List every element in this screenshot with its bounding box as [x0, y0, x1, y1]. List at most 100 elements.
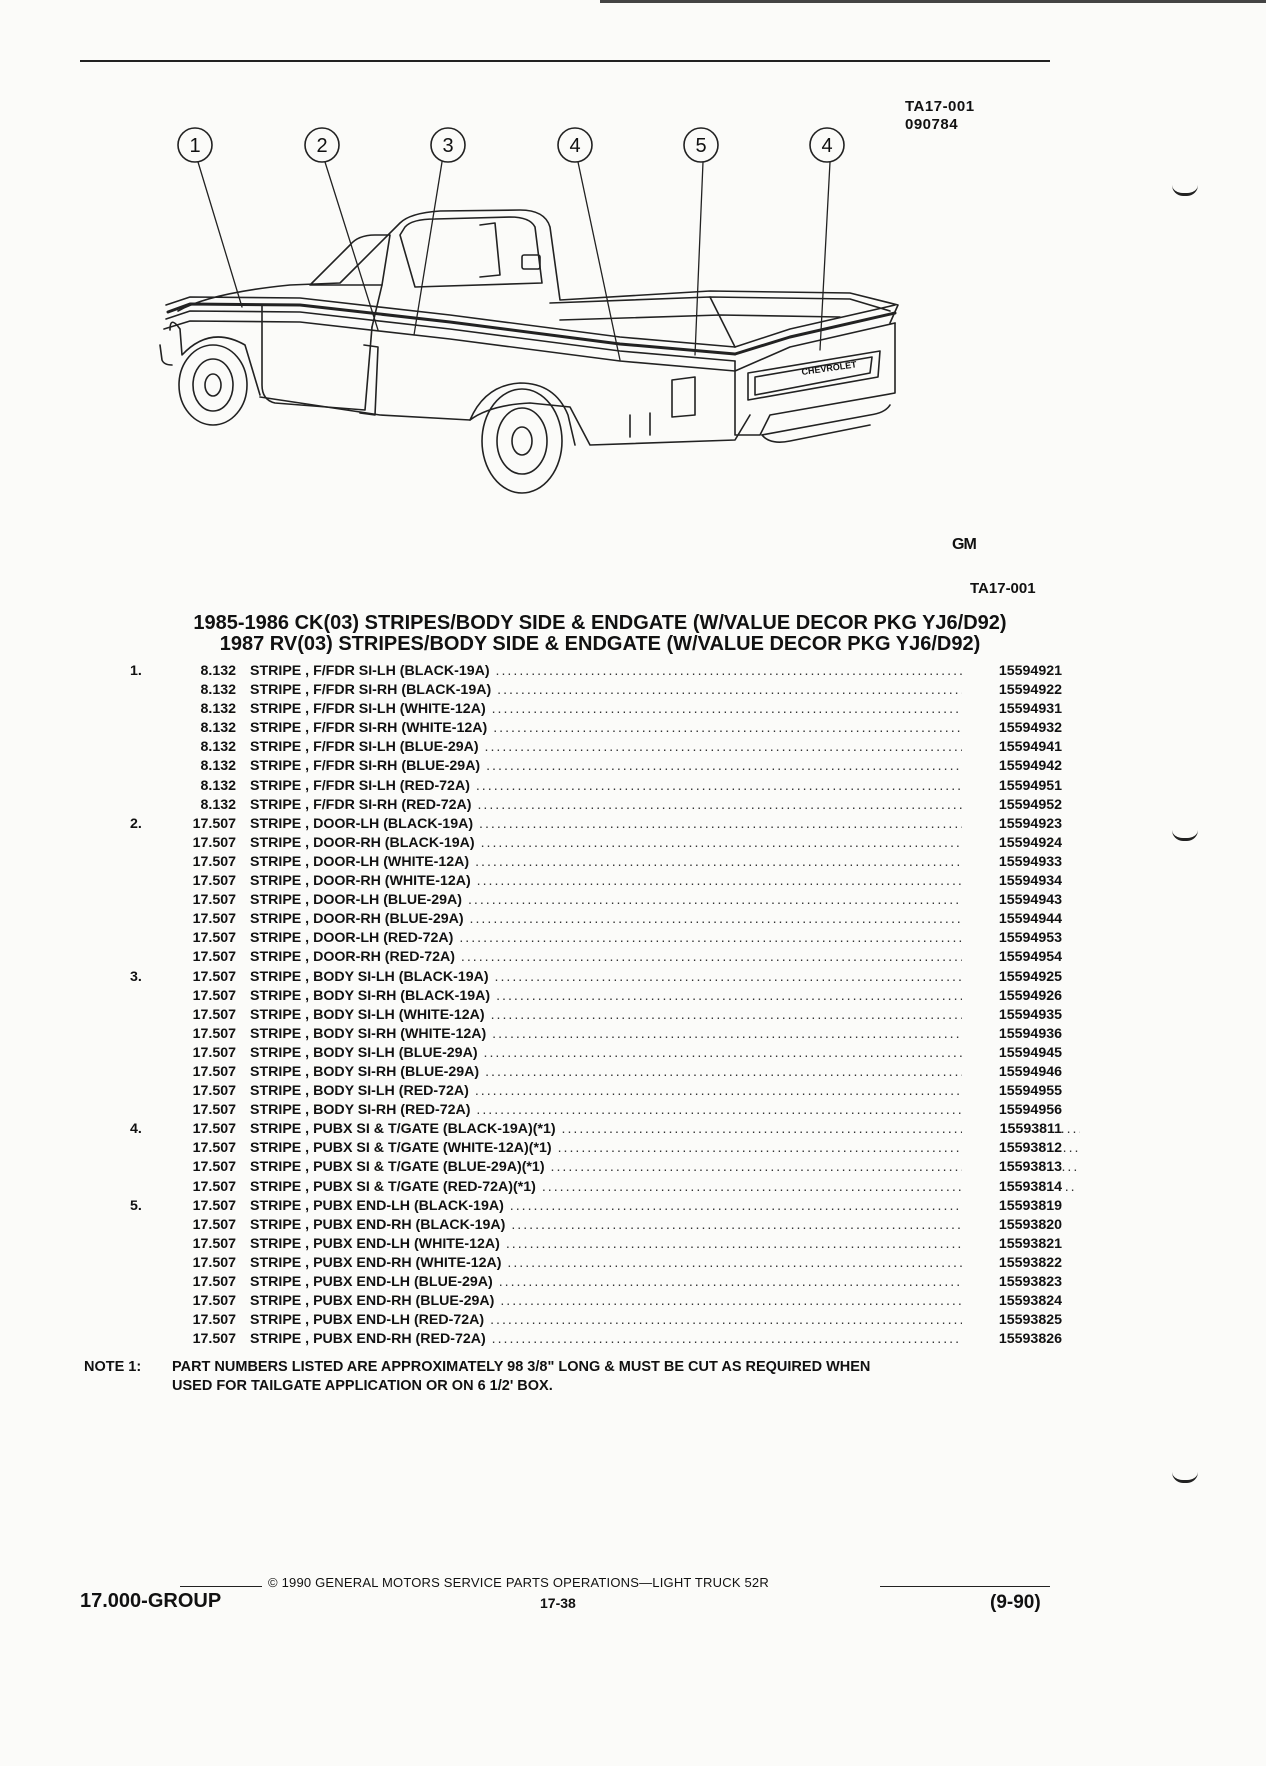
part-number: 15594953 [962, 929, 1062, 949]
group-number: 17.507 [192, 1331, 236, 1348]
dot-leader: ........................................… [487, 720, 1028, 737]
part-description: STRIPE , BODY SI-LH (BLUE-29A) .........… [250, 1044, 1080, 1063]
part-description-text: STRIPE , BODY SI-RH (WHITE-12A) [250, 1025, 487, 1042]
part-description: STRIPE , DOOR-RH (RED-72A) .............… [250, 948, 1080, 967]
figure-id: TA17-001 [970, 580, 1036, 597]
part-number: 15593822 [962, 1253, 1062, 1273]
page-edge-rule [600, 0, 1266, 3]
part-description: STRIPE , DOOR-RH (WHITE-12A) ...........… [250, 872, 1080, 891]
group-number: 17.507 [192, 1006, 236, 1023]
part-description: STRIPE , PUBX END-LH (RED-72A) .........… [250, 1311, 1080, 1330]
part-description: STRIPE , DOOR-RH (BLACK-19A) ...........… [250, 834, 1080, 853]
group-number: 17.507 [192, 815, 236, 832]
dot-leader: ........................................… [501, 1254, 1043, 1271]
part-description-text: STRIPE , F/FDR SI-LH (RED-72A) [250, 777, 470, 794]
item-number: 5. [130, 1197, 142, 1214]
dot-leader: ........................................… [488, 968, 1030, 985]
gm-logo: GM [952, 536, 977, 553]
dot-leader: ........................................… [544, 1159, 1081, 1176]
part-description: STRIPE , BODY SI-RH (WHITE-12A) ........… [250, 1025, 1080, 1044]
dot-leader: ........................................… [471, 796, 1013, 813]
part-number: 15593823 [962, 1273, 1062, 1292]
part-description: STRIPE , PUBX END-RH (BLACK-19A) .......… [250, 1216, 1080, 1235]
part-description: STRIPE , BODY SI-RH (BLACK-19A) ........… [250, 987, 1080, 1006]
header-rule [80, 60, 1050, 62]
part-description-text: STRIPE , BODY SI-RH (BLACK-19A) [250, 987, 491, 1004]
part-number: 15594922 [962, 681, 1062, 701]
part-number: 15594945 [962, 1043, 1062, 1063]
group-number: 17.507 [192, 1140, 236, 1157]
callout-4b-label: 4 [821, 135, 832, 157]
part-description-text: STRIPE , PUBX SI & T/GATE (RED-72A)(*1) [250, 1178, 536, 1195]
part-number: 15593826 [962, 1330, 1062, 1350]
dot-leader: ........................................… [453, 930, 995, 947]
dot-leader: ........................................… [484, 1006, 1026, 1023]
part-number: 15594921 [962, 662, 1062, 681]
part-description-text: STRIPE , DOOR-LH (WHITE-12A) [250, 853, 470, 870]
group-number: 17.507 [192, 1274, 236, 1290]
footer-group: 17.000-GROUP [80, 1590, 222, 1612]
dot-leader: ........................................… [478, 739, 1020, 756]
dot-leader: ........................................… [470, 1102, 1012, 1119]
group-number: 17.507 [192, 1293, 236, 1310]
part-description-text: STRIPE , PUBX END-LH (BLACK-19A) [250, 1197, 504, 1214]
dot-leader: ........................................… [551, 1140, 1080, 1157]
part-description: STRIPE , F/FDR SI-LH (BLUE-29A) ........… [250, 738, 1080, 757]
part-description-text: STRIPE , DOOR-RH (RED-72A) [250, 949, 455, 966]
part-number: 15594923 [962, 814, 1062, 834]
part-description-text: STRIPE , BODY SI-RH (BLUE-29A) [250, 1063, 480, 1080]
part-number: 15593819 [962, 1196, 1062, 1216]
dot-leader: ........................................… [505, 1216, 1047, 1233]
part-number: 15594941 [962, 738, 1062, 758]
binder-hole-mark [1172, 1472, 1198, 1483]
group-number: 17.507 [192, 968, 236, 985]
part-description-text: STRIPE , BODY SI-RH (RED-72A) [250, 1102, 471, 1119]
group-number: 17.507 [192, 834, 236, 851]
part-description: STRIPE , F/FDR SI-RH (RED-72A) .........… [250, 796, 1080, 815]
group-number: 8.132 [200, 796, 236, 813]
callout-5-label: 5 [695, 135, 706, 157]
part-number: 15593811 [962, 1120, 1062, 1140]
footer-rule-left [180, 1586, 262, 1587]
part-description-text: STRIPE , PUBX END-RH (BLACK-19A) [250, 1216, 506, 1233]
dot-leader: ........................................… [473, 815, 1014, 832]
callout-4a-label: 4 [569, 135, 580, 157]
callout-1: 1 [177, 127, 213, 163]
part-number: 15594934 [962, 872, 1062, 892]
part-description-text: STRIPE , DOOR-RH (BLACK-19A) [250, 834, 475, 851]
dot-leader: ........................................… [489, 663, 1031, 679]
callout-5: 5 [683, 127, 719, 163]
group-number: 8.132 [200, 758, 236, 775]
note-line-1: PART NUMBERS LISTED ARE APPROXIMATELY 98… [172, 1359, 871, 1375]
part-number: 15594932 [962, 719, 1062, 739]
dot-leader: ........................................… [499, 1235, 1041, 1252]
part-description-text: STRIPE , F/FDR SI-LH (BLACK-19A) [250, 663, 490, 679]
part-number: 15594936 [962, 1024, 1062, 1044]
group-number: 17.507 [192, 1312, 236, 1329]
revision-date: (9-90) [990, 1592, 1041, 1613]
callout-2: 2 [304, 127, 340, 163]
part-number: 15594933 [962, 852, 1062, 872]
part-description-text: STRIPE , BODY SI-LH (WHITE-12A) [250, 1006, 485, 1023]
part-description-text: STRIPE , PUBX END-LH (RED-72A) [250, 1312, 485, 1329]
dot-leader: ........................................… [555, 1121, 1080, 1138]
part-description-text: STRIPE , PUBX END-RH (WHITE-12A) [250, 1254, 502, 1271]
dot-leader: ........................................… [485, 701, 1027, 718]
part-description: STRIPE , BODY SI-RH (BLUE-29A) .........… [250, 1063, 1080, 1082]
part-description: STRIPE , PUBX SI & T/GATE (BLACK-19A)(*1… [250, 1120, 1080, 1139]
dot-leader: ........................................… [474, 834, 1016, 851]
dot-leader: ........................................… [469, 853, 1010, 870]
item-number: 4. [130, 1121, 142, 1138]
